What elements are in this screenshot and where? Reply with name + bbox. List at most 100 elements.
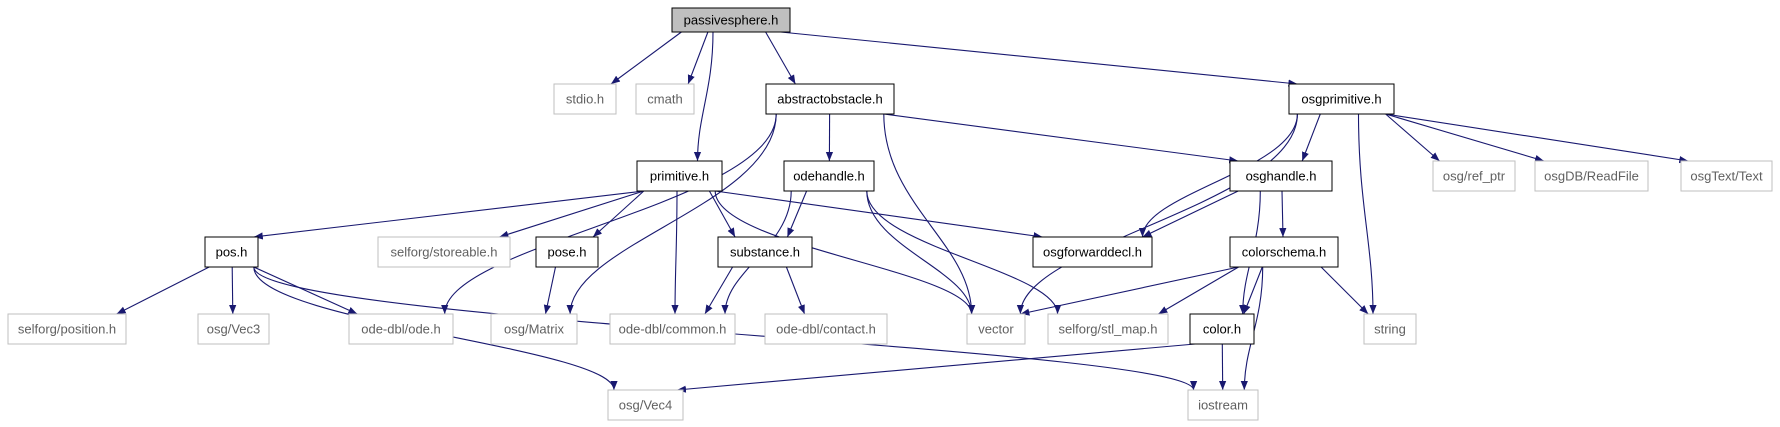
edge-substance-to-odecontact — [785, 266, 806, 315]
node-box — [197, 313, 270, 345]
node-box — [1229, 236, 1339, 268]
edge-colorschema-to-string — [1320, 266, 1369, 315]
node-label: selforg/storeable.h — [391, 245, 498, 260]
node-osgprimitive-h[interactable]: osgprimitive.h — [1288, 83, 1395, 115]
edge-pos-to-position — [116, 266, 210, 315]
edge-osgprimitive-to-osgrefptr — [1385, 113, 1440, 162]
node-box — [1047, 313, 1169, 345]
node-box — [764, 313, 888, 345]
node-color-h[interactable]: color.h — [1189, 313, 1255, 345]
node-label: osg/Matrix — [504, 322, 564, 337]
edge-pos-to-osgvec3 — [229, 266, 237, 315]
node-label: osgDB/ReadFile — [1544, 169, 1639, 184]
edge-osgprimitive-to-osgtexttext — [1385, 113, 1689, 164]
edge-pose-to-osgmatrix — [543, 266, 557, 315]
node-label: selforg/stl_map.h — [1059, 322, 1158, 337]
node-label: vector — [978, 322, 1014, 337]
node-box — [377, 236, 511, 268]
edge-primitive-to-vector — [714, 190, 976, 315]
node-ode-dbl-ode-h: ode-dbl/ode.h — [348, 313, 454, 345]
node-box — [607, 389, 684, 421]
edge-colorschema-to-vector — [1020, 266, 1239, 316]
node-vector: vector — [966, 313, 1026, 345]
node-box — [717, 236, 813, 268]
node-label: cmath — [647, 92, 682, 107]
edge-passivesphere-to-abstractobstacle — [765, 31, 796, 85]
node-passivesphere-h[interactable]: passivesphere.h — [671, 7, 791, 33]
node-label: osghandle.h — [1246, 169, 1317, 184]
edge-passivesphere-to-cmath — [687, 31, 709, 85]
node-box — [1032, 236, 1153, 268]
node-box — [1680, 160, 1773, 192]
edge-osghandle-to-colorschema — [1279, 190, 1287, 238]
node-label: pose.h — [547, 245, 586, 260]
node-abstractobstacle-h[interactable]: abstractobstacle.h — [765, 83, 895, 115]
edge-primitive-to-odecommon — [671, 190, 679, 315]
node-osghandle-h[interactable]: osghandle.h — [1229, 160, 1333, 192]
node-label: odehandle.h — [793, 169, 865, 184]
node-string: string — [1363, 313, 1417, 345]
node-label: osgprimitive.h — [1301, 92, 1381, 107]
edge-passivesphere-to-stdio — [610, 31, 682, 85]
node-primitive-h[interactable]: primitive.h — [636, 160, 723, 192]
edge-abstractobstacle-to-osghandle — [883, 113, 1239, 164]
node-box — [1189, 313, 1255, 345]
edge-pos-to-odeode — [253, 266, 358, 315]
node-label: abstractobstacle.h — [777, 92, 883, 107]
node-odehandle-h[interactable]: odehandle.h — [783, 160, 875, 192]
node-colorschema-h[interactable]: colorschema.h — [1229, 236, 1339, 268]
node-label: osgText/Text — [1690, 169, 1763, 184]
node-label: pos.h — [216, 245, 248, 260]
edge-osgprimitive-to-osghandle — [1301, 113, 1321, 162]
node-box — [636, 160, 723, 192]
edge-abstractobstacle-to-osgmatrix — [566, 113, 777, 315]
node-box — [635, 83, 695, 115]
node-box — [490, 313, 578, 345]
edge-osghandle-to-osgforwarddecl — [1142, 190, 1239, 238]
node-iostream: iostream — [1187, 389, 1259, 421]
node-box — [1363, 313, 1417, 345]
edge-odehandle-to-stlmap — [866, 190, 1062, 315]
node-box — [7, 313, 127, 345]
edge-primitive-to-storeable — [499, 190, 644, 238]
node-label: ode-dbl/common.h — [619, 322, 727, 337]
node-box — [1187, 389, 1259, 421]
node-label: substance.h — [730, 245, 800, 260]
node-osgforwarddecl-h[interactable]: osgforwarddecl.h — [1032, 236, 1153, 268]
node-label: ode-dbl/contact.h — [776, 322, 876, 337]
edge-primitive-to-pos — [253, 190, 644, 240]
node-label: selforg/position.h — [18, 322, 116, 337]
edge-substance-to-odecommon — [704, 266, 734, 315]
node-label: iostream — [1198, 398, 1248, 413]
node-box — [1534, 160, 1649, 192]
node-pos-h[interactable]: pos.h — [204, 236, 259, 268]
edge-primitive-to-substance — [708, 190, 736, 238]
node-box — [671, 7, 791, 33]
node-osg-ref-ptr: osg/ref_ptr — [1432, 160, 1516, 192]
edge-odehandle-to-substance — [786, 190, 808, 238]
node-selforg-stl-map-h: selforg/stl_map.h — [1047, 313, 1169, 345]
node-substance-h[interactable]: substance.h — [717, 236, 813, 268]
edge-osgprimitive-to-osgdbreadfile — [1385, 113, 1545, 162]
edge-passivesphere-to-osgprimitive — [780, 31, 1298, 87]
edge-osgprimitive-to-osgforwarddecl — [1138, 113, 1298, 238]
node-label: osg/Vec3 — [207, 322, 261, 337]
node-osgdb-readfile: osgDB/ReadFile — [1534, 160, 1649, 192]
edge-colorschema-to-stlmap — [1158, 266, 1239, 315]
node-label: osgforwarddecl.h — [1043, 245, 1142, 260]
edge-colorschema-to-color — [1243, 266, 1263, 315]
node-cmath: cmath — [635, 83, 695, 115]
node-box — [553, 83, 617, 115]
node-label: string — [1374, 322, 1406, 337]
node-osg-vec3: osg/Vec3 — [197, 313, 270, 345]
node-label: primitive.h — [650, 169, 709, 184]
node-box — [609, 313, 736, 345]
node-stdio-h: stdio.h — [553, 83, 617, 115]
dependency-edges — [116, 31, 1689, 393]
node-pose-h[interactable]: pose.h — [535, 236, 599, 268]
node-osgtext-text: osgText/Text — [1680, 160, 1773, 192]
node-osg-matrix: osg/Matrix — [490, 313, 578, 345]
edge-color-to-osgvec4 — [676, 343, 1196, 393]
edge-passivesphere-to-primitive — [693, 31, 714, 162]
